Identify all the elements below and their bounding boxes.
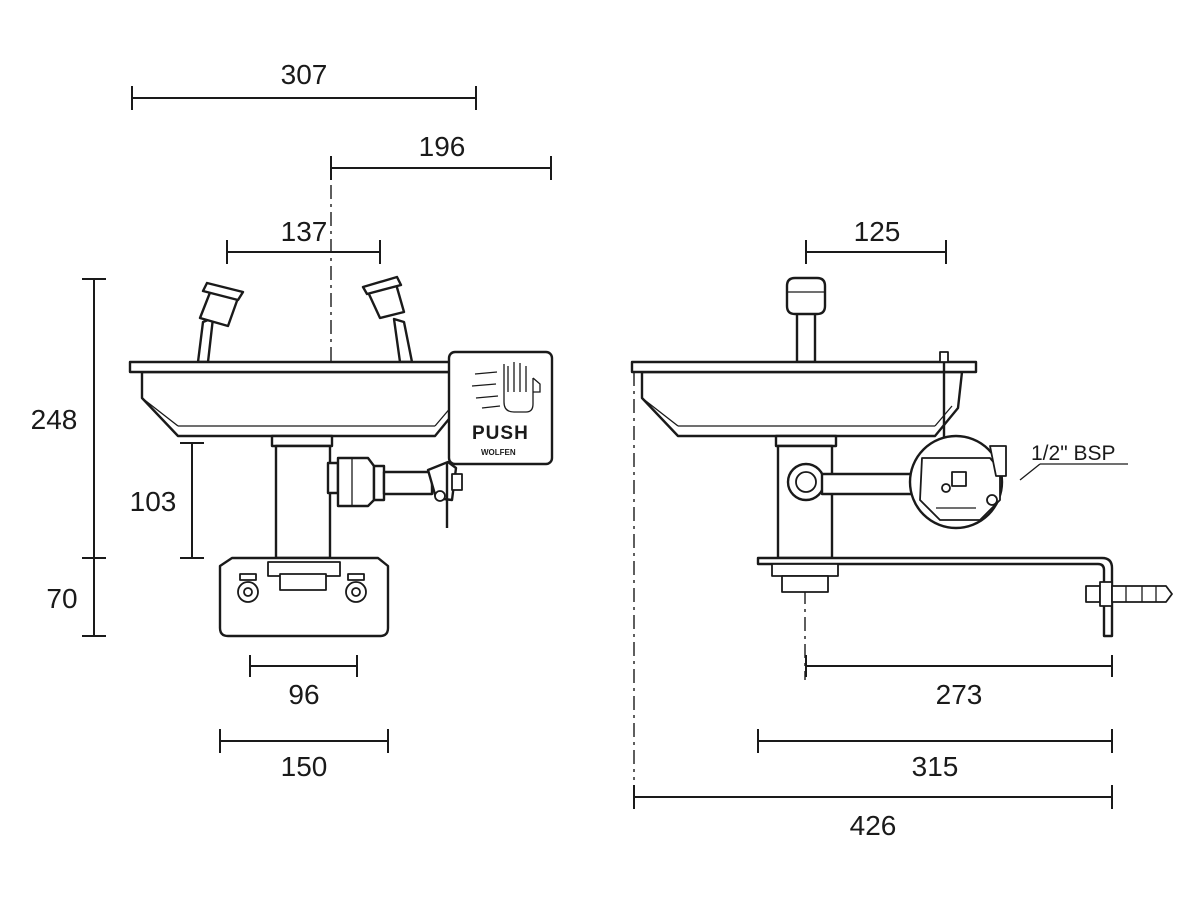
- dimension-front-mount-spacing: 96: [249, 655, 358, 710]
- dim-196-label: 196: [419, 131, 466, 162]
- push-plate[interactable]: PUSH WOLFEN: [447, 350, 554, 466]
- dim-150-label: 150: [281, 751, 328, 782]
- side-supply-pipe: [820, 472, 922, 496]
- push-label: PUSH: [472, 423, 529, 444]
- dimension-side-depth-bracket: 315: [757, 729, 1113, 782]
- dim-307-label: 307: [281, 59, 328, 90]
- dimension-side-depth-overall: 426: [633, 785, 1113, 841]
- front-pedestal: [274, 444, 332, 560]
- right-spray-head: [361, 275, 414, 364]
- dim-137-label: 137: [281, 216, 328, 247]
- dimension-front-bracket-width: 150: [219, 729, 389, 782]
- dimension-front-height: 248 70: [31, 278, 106, 637]
- dim-103-label: 103: [130, 486, 177, 517]
- dimension-side-depth-inner: 273: [805, 655, 1113, 710]
- front-view: PUSH WOLFEN: [31, 59, 554, 782]
- front-valve: [326, 456, 463, 528]
- dim-273-label: 273: [936, 679, 983, 710]
- hand-icon: [471, 362, 541, 413]
- side-view: 1/2" BSP 125 273 315 426: [630, 216, 1173, 841]
- side-inlet-fitting: [786, 462, 826, 502]
- dim-125-label: 125: [854, 216, 901, 247]
- side-spray-head: [785, 276, 827, 364]
- dimension-front-offset-right: 196: [330, 131, 552, 180]
- dim-315-label: 315: [912, 751, 959, 782]
- dimension-side-spray-offset: 125: [805, 216, 947, 264]
- dimension-front-width-overall: 307: [131, 59, 477, 110]
- thread-callout: 1/2" BSP: [1019, 442, 1128, 481]
- left-spray-head: [196, 281, 245, 364]
- side-anchor-bolt: [1085, 581, 1173, 607]
- dimension-front-spray-spacing: 137: [226, 216, 381, 264]
- dim-70-label: 70: [46, 583, 77, 614]
- side-valve-wheel: [908, 434, 1007, 530]
- thread-label: 1/2" BSP: [1031, 442, 1116, 465]
- dim-426-label: 426: [850, 810, 897, 841]
- brand-label: WOLFEN: [481, 448, 516, 457]
- dimension-front-pedestal-height: 103: [130, 442, 204, 559]
- front-mounting-bracket: [218, 556, 390, 638]
- side-basin: [630, 360, 978, 448]
- front-basin: [128, 360, 472, 448]
- side-wall-bracket: [756, 556, 1114, 638]
- dim-96-label: 96: [288, 679, 319, 710]
- dim-248-label: 248: [31, 404, 78, 435]
- side-pedestal: [776, 444, 834, 560]
